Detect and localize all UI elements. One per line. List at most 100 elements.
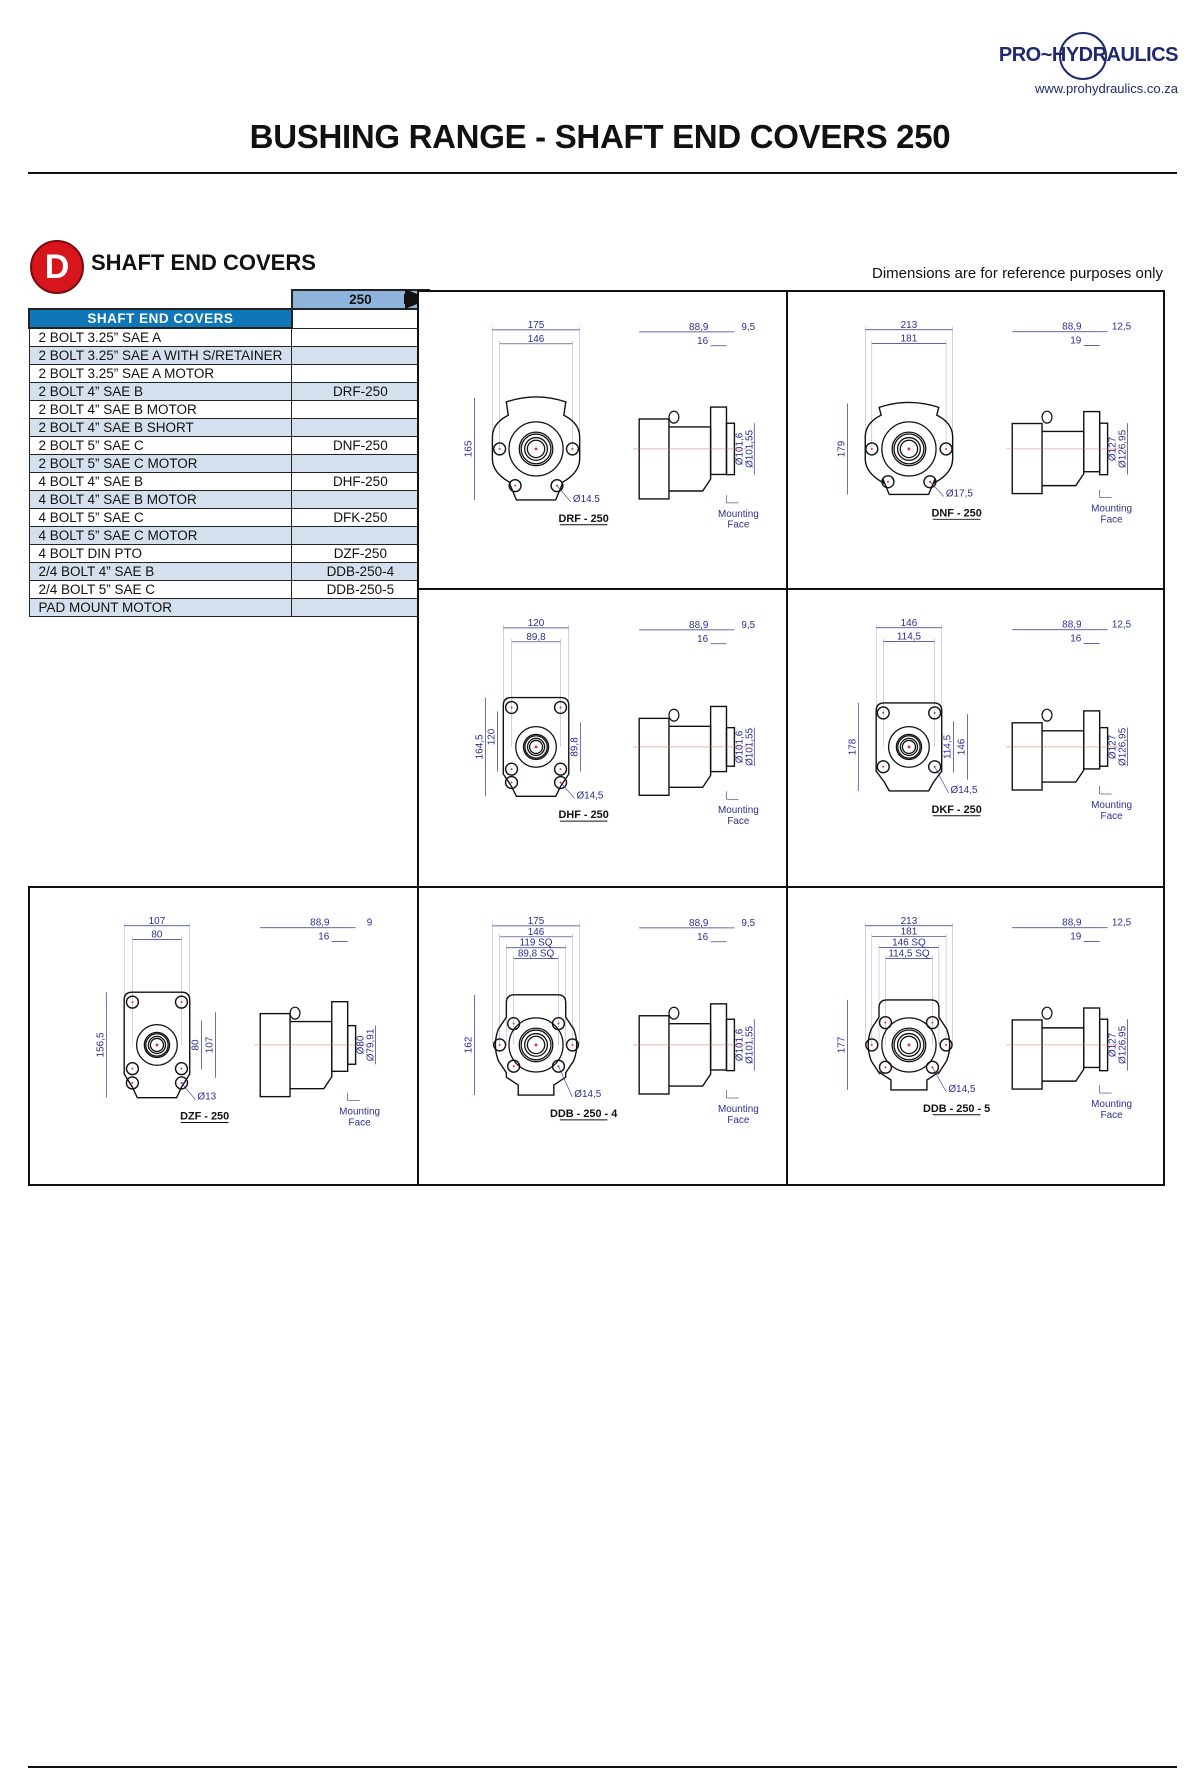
cover-type: 4 BOLT 4” SAE B MOTOR	[28, 490, 293, 509]
part-code: DRF-250	[291, 382, 430, 401]
cover-type: 4 BOLT 4” SAE B	[28, 472, 293, 491]
table-row: 4 BOLT 5” SAE C MOTOR	[28, 526, 430, 545]
dimension-label: 88,9	[689, 620, 709, 631]
bore-circle	[508, 421, 564, 477]
bore-circle	[901, 739, 917, 755]
dimension-label: 146 SQ	[892, 938, 926, 949]
part-code	[291, 526, 430, 545]
mounting-face-label: Mounting	[1091, 800, 1132, 811]
table-row: 2 BOLT 3.25” SAE A MOTOR	[28, 364, 430, 383]
part-code	[291, 598, 430, 617]
part-code: DDB-250-5	[291, 580, 430, 599]
dimension-label: 88,9	[1062, 918, 1082, 929]
bore-circle	[526, 1035, 546, 1055]
dimension-label: 19	[1070, 932, 1082, 943]
dimension-label: 119 SQ	[520, 938, 553, 949]
part-code: DFK-250	[291, 508, 430, 527]
cover-type: PAD MOUNT MOTOR	[28, 598, 293, 617]
dimension-label: 9,5	[741, 918, 755, 929]
center-mark	[534, 745, 538, 749]
center-mark	[870, 1043, 873, 1046]
mounting-face-label: Mounting	[339, 1107, 380, 1118]
center-mark	[933, 711, 936, 714]
dimension-label: 88,9	[1062, 620, 1082, 631]
leader-line	[181, 1082, 196, 1100]
pilot-diameter-label: Ø101,55	[744, 1025, 755, 1063]
logo-wordmark: PRO~HYDRAULICS	[999, 32, 1179, 80]
bore-circle	[896, 1032, 921, 1057]
table-header-row: SHAFT END COVERS	[28, 308, 430, 329]
cover-type: 2 BOLT 4” SAE B SHORT	[28, 418, 293, 437]
pilot-diameter-label: Ø80	[356, 1035, 367, 1054]
side-view-port	[289, 1006, 301, 1020]
bolt-hole	[939, 1038, 953, 1052]
technical-drawing: 213181179Ø17,588,91912,5Ø127Ø126,95Mount…	[836, 320, 1132, 526]
bore-circle	[508, 1017, 564, 1073]
bore-circle	[524, 436, 549, 461]
cover-type: 2 BOLT 3.25” SAE A MOTOR	[28, 364, 293, 383]
cover-type: 4 BOLT DIN PTO	[28, 544, 293, 563]
bore-circle	[893, 1029, 925, 1061]
pilot-diameter-label: Ø101,55	[744, 429, 755, 467]
side-view-housing	[1042, 430, 1085, 487]
hole-diameter-label: Ø13	[197, 1092, 216, 1103]
side-view-body	[1011, 422, 1043, 495]
bore-circle	[881, 421, 937, 477]
bolt-hole	[928, 760, 942, 774]
drawing-title: DDB - 250 - 4	[550, 1108, 617, 1120]
center-mark	[534, 447, 538, 451]
side-view-flange	[709, 406, 728, 476]
side-view-housing	[1042, 1027, 1085, 1082]
bore-circle	[893, 433, 925, 465]
bolt-hole	[125, 1076, 140, 1090]
bolt-hole	[174, 1076, 189, 1090]
center-mark	[559, 706, 562, 709]
cover-type: 2 BOLT 3.25” SAE A WITH S/RETAINER	[28, 346, 293, 365]
bolt-hole	[565, 1038, 580, 1052]
cover-type: 2/4 BOLT 5” SAE C	[28, 580, 293, 599]
table-row: 2 BOLT 3.25” SAE A WITH S/RETAINER	[28, 346, 430, 365]
bore-circle	[524, 1032, 549, 1057]
mounting-face-label: Mounting	[718, 1104, 759, 1115]
center-mark	[512, 1022, 515, 1025]
center-mark	[510, 781, 513, 784]
part-code: DHF-250	[291, 472, 430, 491]
bore-circle	[147, 1035, 167, 1055]
part-code	[291, 346, 430, 365]
side-view-housing	[668, 1022, 712, 1087]
bore-circle	[891, 1027, 927, 1063]
table-size-header-row: 250	[29, 289, 430, 310]
bore-circle	[135, 1023, 178, 1066]
dimension-label: 89,8	[570, 737, 581, 757]
drawing-title: DDB - 250 - 5	[923, 1103, 990, 1115]
bore-circle	[897, 735, 921, 759]
center-mark	[180, 1001, 183, 1004]
bore-circle	[526, 439, 546, 459]
dimension-label: 88,9	[310, 918, 330, 929]
cover-type: 2 BOLT 5” SAE C MOTOR	[28, 454, 293, 473]
center-mark	[945, 1043, 948, 1046]
bolt-hole	[492, 442, 507, 456]
mounting-face-label: Face	[1101, 811, 1124, 822]
bolt-hole	[504, 775, 519, 790]
pilot-diameter-label: Ø126,95	[1117, 727, 1128, 766]
dimension-label: 114,5	[943, 734, 954, 759]
bolt-hole	[551, 1059, 566, 1073]
dimension-label: 146	[957, 738, 968, 755]
hole-diameter-label: Ø14,5	[574, 1089, 601, 1100]
dimension-label: 146	[901, 618, 918, 629]
dimension-label: 9,5	[741, 322, 755, 333]
drawing-title: DRF - 250	[558, 513, 608, 525]
bolt-hole	[878, 1060, 893, 1074]
table-row: 2 BOLT 3.25” SAE A	[28, 327, 430, 347]
dimension-label: 16	[697, 336, 709, 347]
mounting-face-label: Face	[1101, 1110, 1124, 1121]
dimension-label: 80	[191, 1039, 202, 1051]
